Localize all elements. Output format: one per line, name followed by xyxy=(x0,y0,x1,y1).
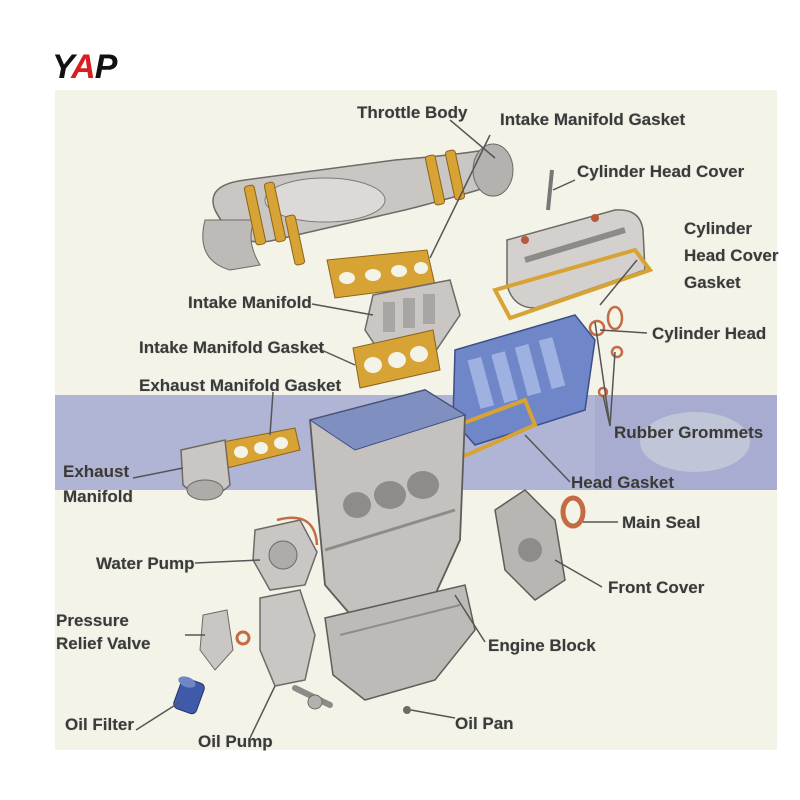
main-seal-part xyxy=(560,495,586,529)
oil-pan-part xyxy=(324,584,476,714)
label-intake-manifold-gasket: Intake Manifold Gasket xyxy=(139,338,325,357)
label-oil-pan: Oil Pan xyxy=(455,714,514,733)
cylinder-head-part xyxy=(452,305,624,446)
label-throttle-body: Throttle Body xyxy=(357,103,468,122)
water-pump-part xyxy=(252,516,319,591)
oil-filter-part xyxy=(173,676,205,715)
leader-lines xyxy=(132,119,648,739)
label-intake-manifold-gasket-top: Intake Manifold Gasket xyxy=(500,110,686,129)
label-main-seal: Main Seal xyxy=(622,513,701,532)
exhaust-manifold-part xyxy=(180,439,231,501)
pressure-relief-valve-part xyxy=(199,609,251,671)
label-oil-filter: Oil Filter xyxy=(65,715,134,734)
label-engine-block: Engine Block xyxy=(488,636,596,655)
label-cylinder-head-cover-gasket: Cylinder Head Cover Gasket xyxy=(684,219,779,292)
logo-letter-a: A xyxy=(71,48,96,86)
label-exhaust-manifold: Exhaust Manifold xyxy=(63,462,133,506)
intake-manifold-gasket-lower-part xyxy=(352,329,441,389)
label-cylinder-head-cover: Cylinder Head Cover xyxy=(577,162,745,181)
intake-manifold-gasket-part xyxy=(326,249,436,299)
front-cover-part xyxy=(494,489,566,601)
exhaust-manifold-gasket-part xyxy=(222,427,301,469)
logo-letter-y: Y xyxy=(52,48,72,86)
logo-letter-p: P xyxy=(94,48,118,86)
label-exhaust-manifold-gasket: Exhaust Manifold Gasket xyxy=(139,376,342,395)
label-oil-pump: Oil Pump xyxy=(198,732,273,751)
brand-logo: YAP xyxy=(52,48,118,87)
cylinder-head-cover-gasket-part xyxy=(492,247,654,321)
engine-exploded-diagram xyxy=(55,90,777,750)
label-rubber-grommets: Rubber Grommets xyxy=(614,423,764,442)
label-water-pump: Water Pump xyxy=(96,554,195,573)
label-head-gasket: Head Gasket xyxy=(571,473,674,492)
label-pressure-relief-valve: Pressure Relief Valve xyxy=(56,611,151,653)
label-intake-manifold: Intake Manifold xyxy=(188,293,312,312)
engine-block-part xyxy=(308,389,467,622)
label-front-cover: Front Cover xyxy=(608,578,705,597)
oil-pump-part xyxy=(259,589,333,710)
intake-plenum-part xyxy=(202,143,514,271)
label-cylinder-head: Cylinder Head xyxy=(652,324,767,343)
